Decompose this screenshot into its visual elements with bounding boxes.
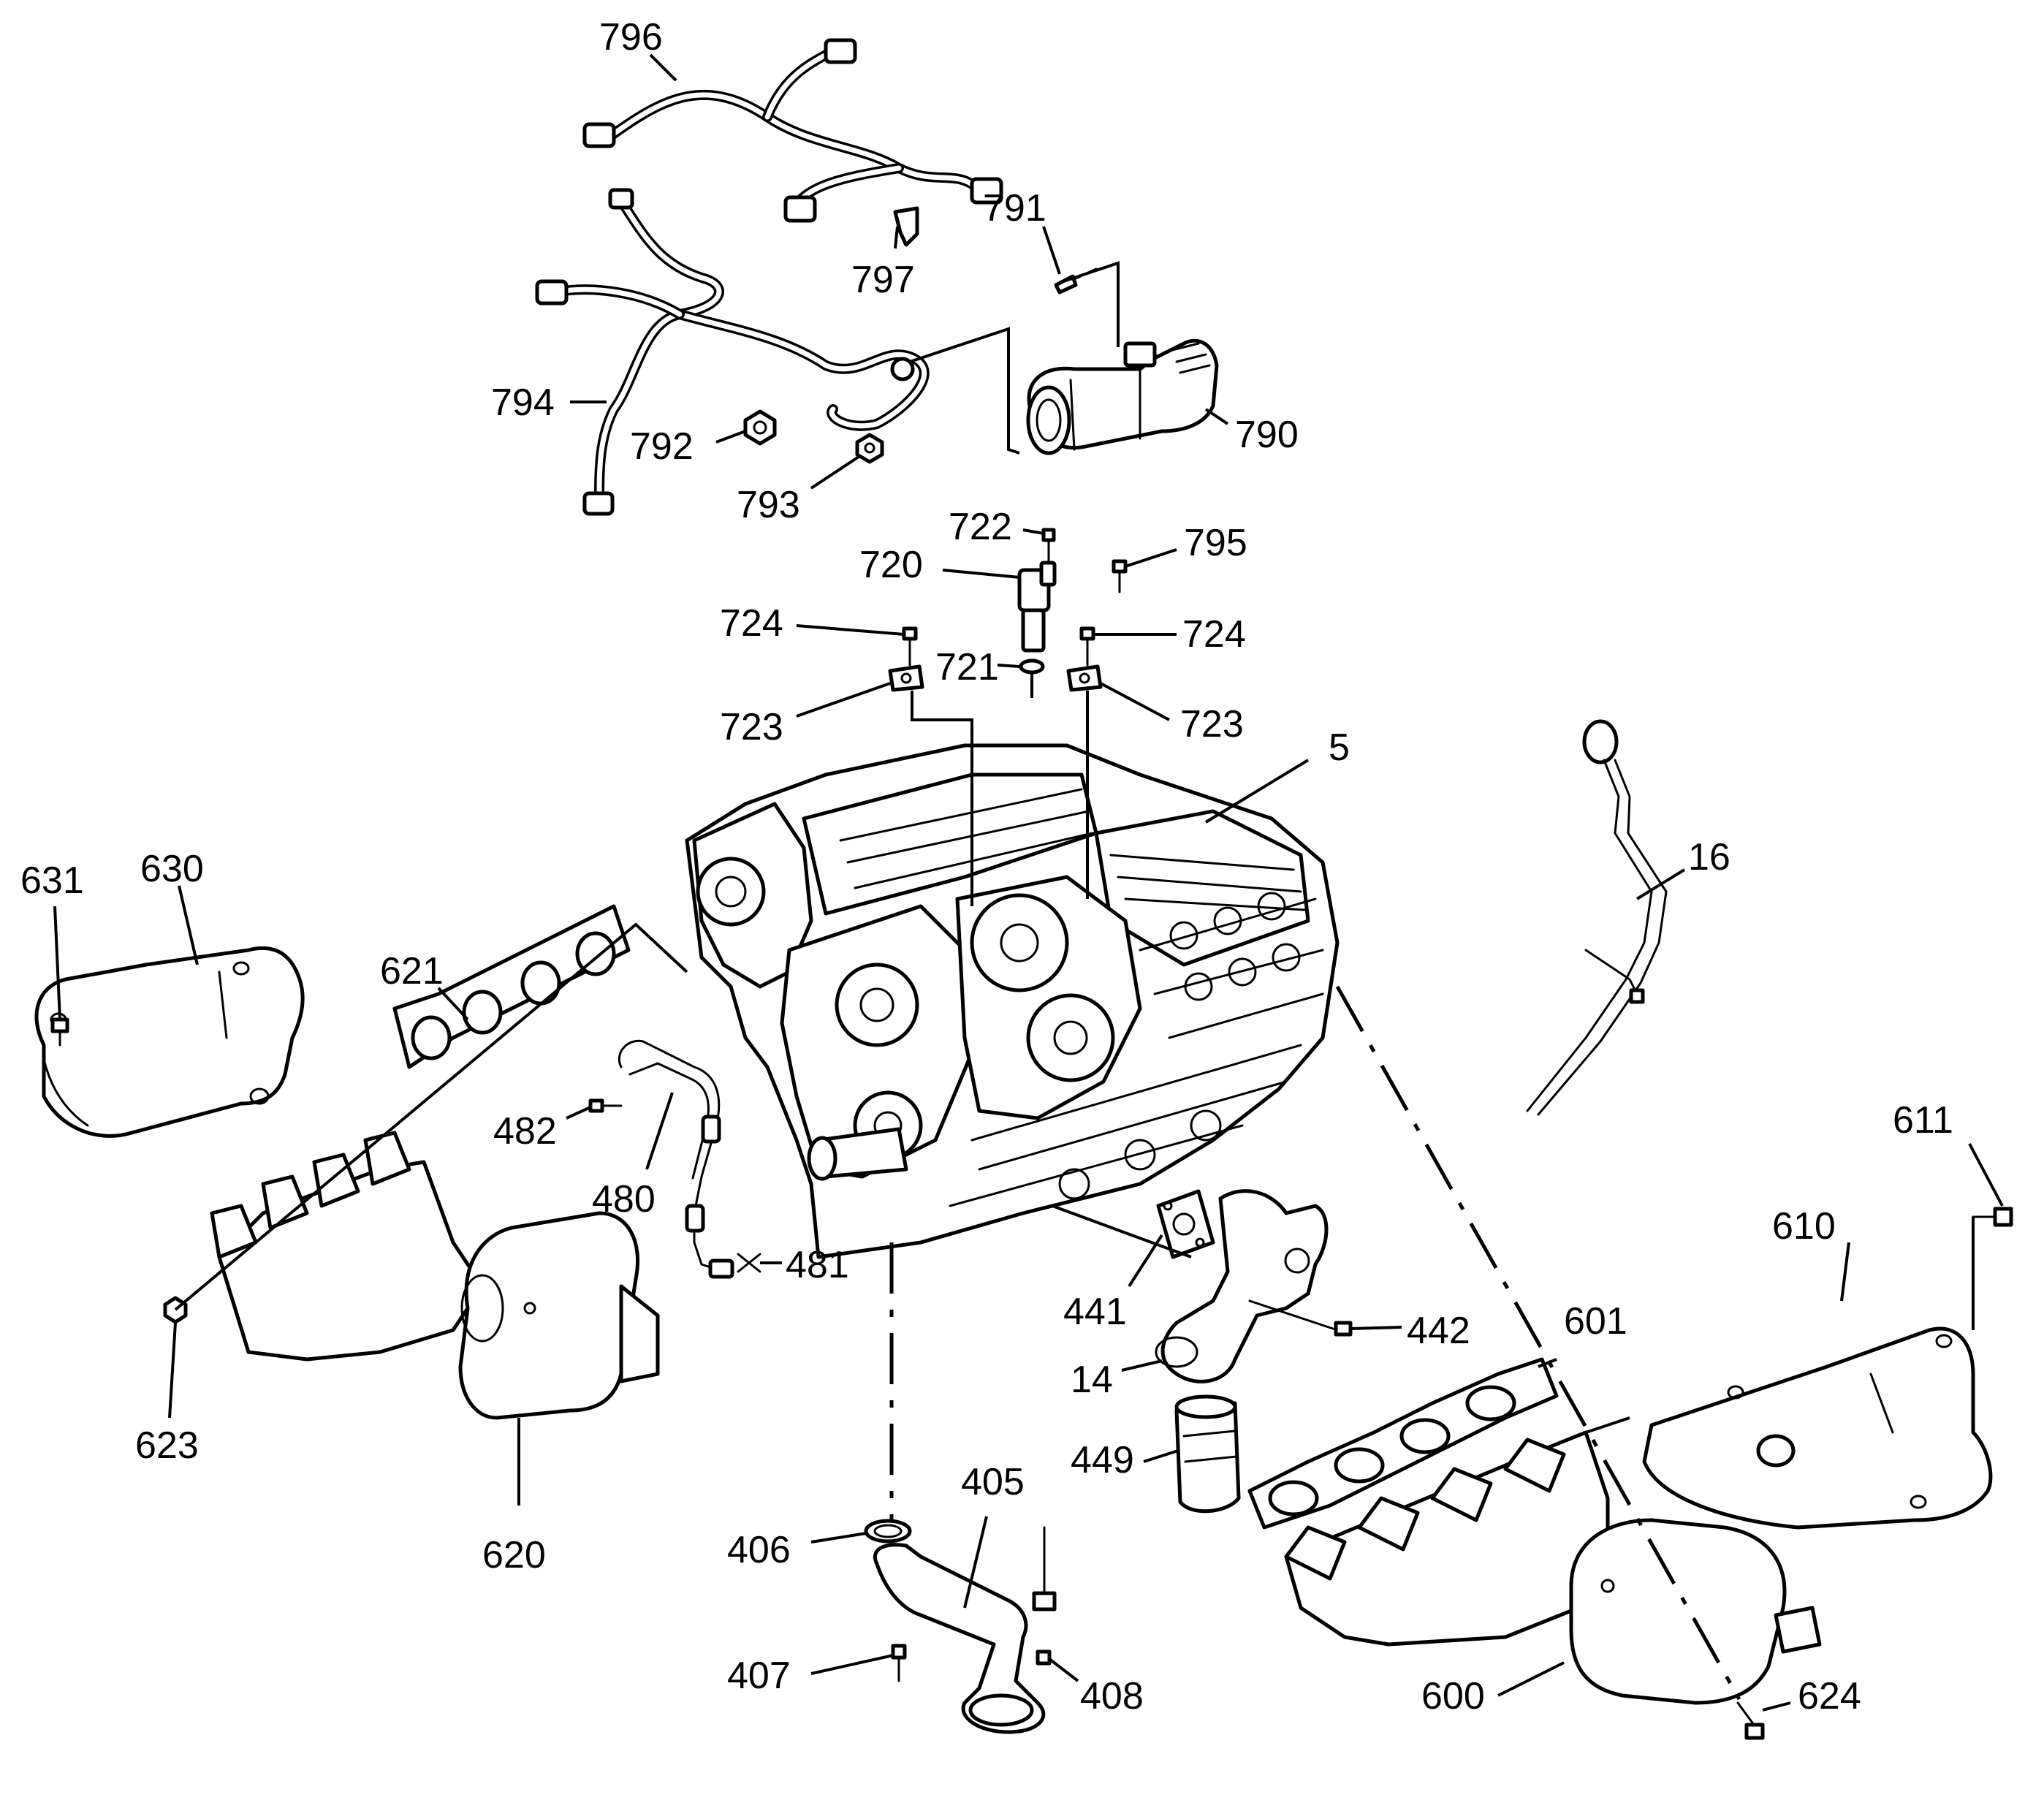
heat-shield-610 [1642, 1326, 1993, 1530]
clip-797 [893, 206, 919, 247]
label-796: 796 [599, 16, 663, 58]
label-441: 441 [1063, 1291, 1127, 1333]
starter-motor-790 [1026, 338, 1219, 455]
label-630: 630 [140, 848, 204, 890]
label-723-left: 723 [720, 706, 783, 748]
label-623: 623 [135, 1424, 199, 1467]
o-ring-721 [1019, 658, 1045, 675]
label-16: 16 [1688, 836, 1730, 878]
label-631: 631 [20, 859, 84, 902]
oil-filter-449 [1174, 1394, 1241, 1514]
label-797: 797 [851, 259, 915, 301]
callouts: 796 797 791 790 794 792 793 722 720 795 … [20, 16, 2004, 1717]
nut-623 [163, 1296, 188, 1324]
bracket-723-right [1066, 664, 1103, 692]
heat-shield-630 [34, 946, 305, 1138]
label-721: 721 [935, 646, 999, 688]
label-408: 408 [1080, 1675, 1144, 1717]
engine-block-5 [685, 743, 1340, 1259]
label-791: 791 [983, 187, 1046, 229]
bolt-611 [1972, 1207, 2013, 1227]
label-610: 610 [1772, 1205, 1836, 1248]
label-722: 722 [949, 506, 1012, 548]
bracket-723-left [888, 664, 924, 692]
bolt-442 [1248, 1299, 1353, 1337]
label-442: 442 [1407, 1310, 1470, 1352]
exhaust-manifold-600 [1284, 1430, 1822, 1705]
label-449: 449 [1071, 1439, 1134, 1481]
exhaust-manifold-620 [210, 1131, 660, 1420]
bolt-795 [1112, 559, 1128, 593]
o-ring-406 [864, 1519, 912, 1544]
sensor-720 [1017, 561, 1057, 653]
bolt-624 [1736, 1701, 1765, 1740]
oil-dipstick-tube-16 [1526, 719, 1668, 1116]
label-621: 621 [380, 950, 444, 992]
label-405: 405 [961, 1461, 1025, 1503]
bolt-408 [1036, 1649, 1052, 1666]
label-790: 790 [1235, 414, 1299, 456]
label-720: 720 [859, 544, 923, 586]
gasket-441 [1156, 1189, 1215, 1259]
manifold-gasket-601 [1247, 1357, 1559, 1530]
label-480: 480 [592, 1178, 656, 1220]
clip-481 [737, 1253, 761, 1273]
label-481: 481 [786, 1244, 849, 1286]
bolt-722 [1041, 528, 1056, 564]
bolt-724-left [902, 626, 918, 667]
label-601: 601 [1564, 1300, 1627, 1343]
label-794: 794 [491, 381, 555, 424]
label-406: 406 [727, 1529, 791, 1571]
wiring-harness-upper [582, 38, 1003, 223]
label-482: 482 [493, 1110, 557, 1153]
label-793: 793 [737, 484, 800, 526]
nut-793 [855, 433, 884, 464]
alignment-lines [174, 261, 1975, 1701]
bolt-407 [891, 1644, 907, 1682]
label-624: 624 [1798, 1675, 1861, 1717]
label-600: 600 [1421, 1675, 1485, 1717]
nut-792 [743, 409, 777, 446]
label-724-left: 724 [720, 602, 783, 645]
wiring-harness-lower [535, 188, 930, 516]
bolt-482 [588, 1098, 623, 1113]
label-795: 795 [1184, 522, 1247, 564]
label-620: 620 [482, 1534, 546, 1576]
label-723-right: 723 [1180, 703, 1244, 745]
label-792: 792 [630, 425, 694, 468]
label-14: 14 [1071, 1359, 1113, 1401]
oil-pickup-tube-405 [873, 1526, 1057, 1734]
label-611: 611 [1893, 1099, 1953, 1142]
label-724-right: 724 [1182, 613, 1246, 656]
label-407: 407 [727, 1655, 791, 1697]
bolt-724-right [1079, 626, 1095, 667]
oxygen-sensor-480 [618, 1039, 734, 1279]
label-5: 5 [1329, 726, 1350, 769]
water-outlet-14 [1155, 1189, 1329, 1383]
